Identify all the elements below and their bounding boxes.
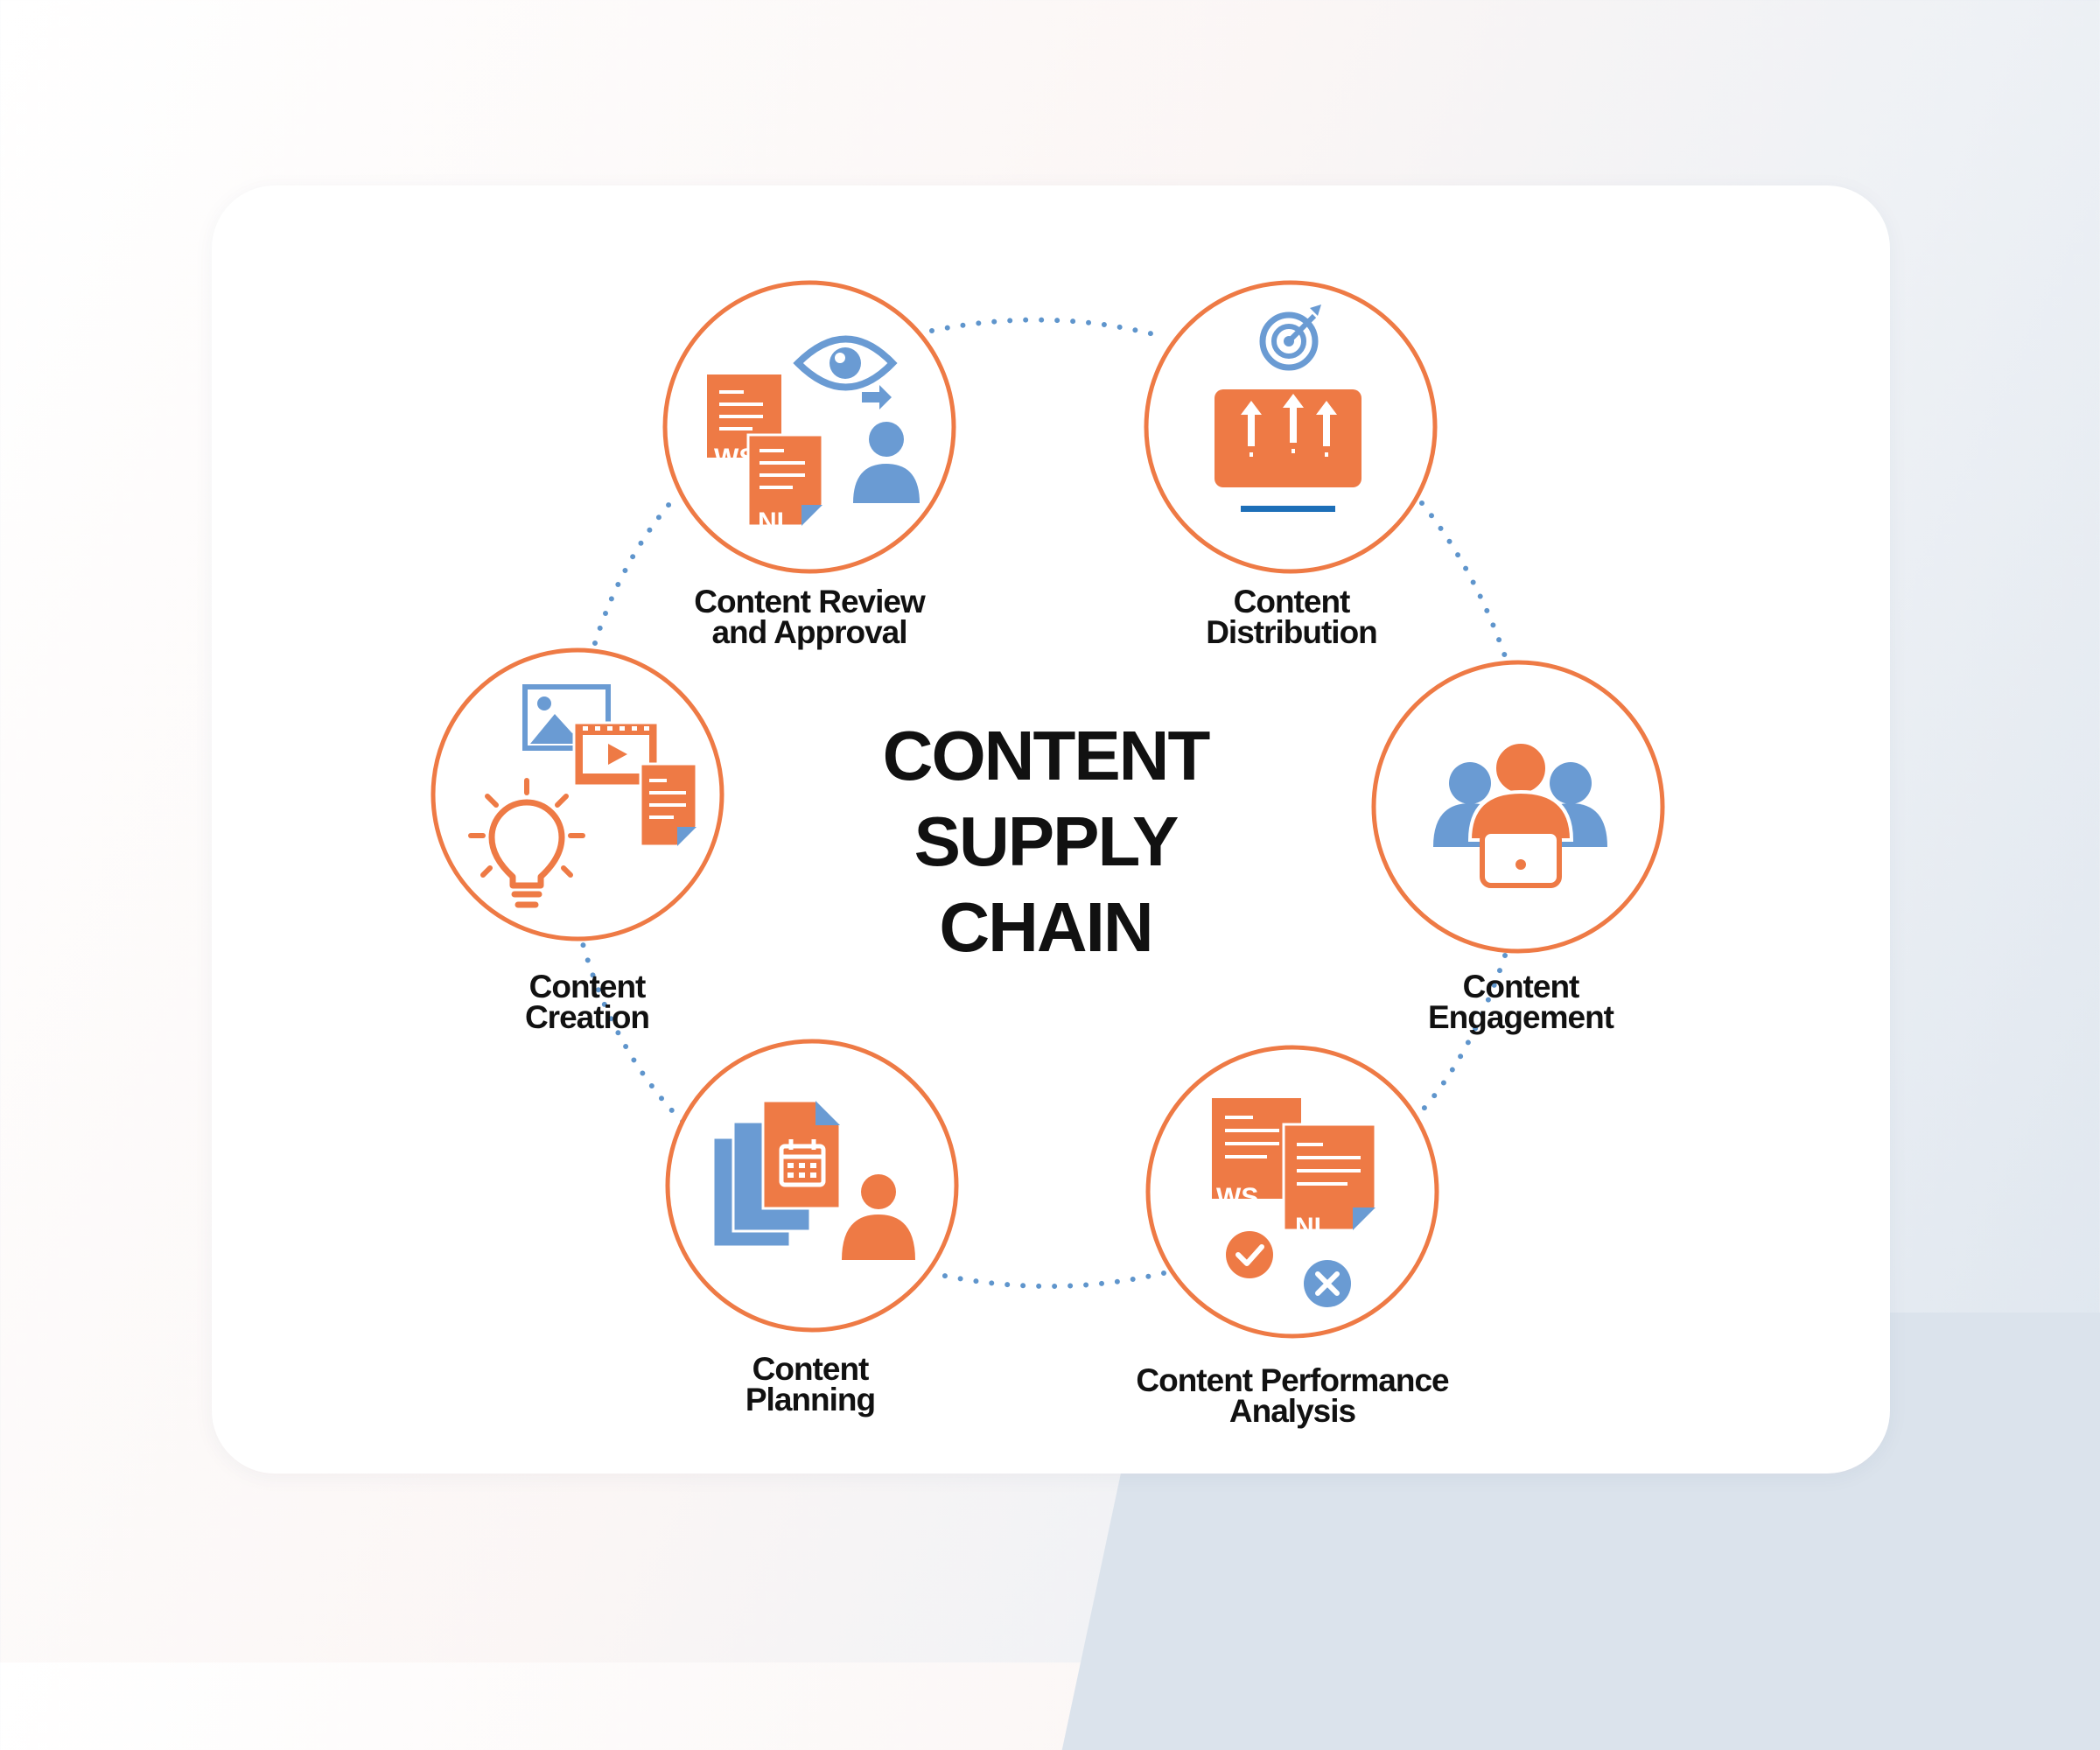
label-performance: Content Performance Analysis (1136, 1362, 1449, 1429)
svg-text:NL: NL (1295, 1213, 1330, 1242)
performance-analysis-icon: WS NL (1212, 1098, 1377, 1307)
title-line: CONTENT (882, 717, 1211, 794)
planning-icon (711, 1099, 915, 1260)
connector-ring (579, 317, 1508, 1289)
connector-review-distribution (929, 317, 1166, 340)
diagram-title: CONTENT SUPPLY CHAIN (783, 713, 1308, 970)
svg-text:WS: WS (1216, 1183, 1258, 1212)
label-creation: Content Creation (524, 969, 650, 1035)
label-distribution: Content Distribution (1206, 584, 1378, 650)
title-line: CHAIN (939, 888, 1153, 966)
engagement-icon (1433, 740, 1607, 888)
review-approval-icon: WS NL (707, 335, 920, 536)
distribution-icon (1214, 304, 1362, 512)
title-line: SUPPLY (914, 802, 1180, 880)
supply-chain-diagram: WS NL (430, 280, 1665, 1339)
label-review: Content Review and Approval (694, 584, 926, 650)
svg-text:NL: NL (758, 508, 793, 536)
connector-performance-planning (929, 1270, 1166, 1289)
creation-icon (468, 684, 698, 908)
label-engagement: Content Engagement (1427, 969, 1614, 1035)
label-planning: Content Planning (745, 1351, 876, 1418)
